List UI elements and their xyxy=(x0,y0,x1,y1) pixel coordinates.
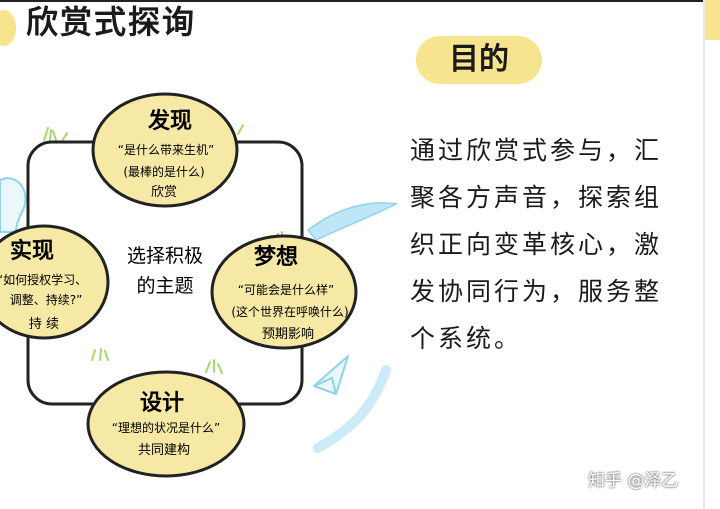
paper-plane-icon xyxy=(313,355,349,395)
node-dream-sub1: (这个世界在呼唤什么) xyxy=(231,304,348,319)
purpose-label: 目的 xyxy=(416,36,542,84)
center-theme-line-1: 选择积极 xyxy=(127,245,203,267)
node-dream-quote: “可能会是什么样” xyxy=(238,282,334,297)
node-discover-sub1: (最棒的是什么) xyxy=(123,164,204,179)
swoosh-arrow-icon xyxy=(306,202,399,453)
purpose-line: 聚各方声音，探索组 xyxy=(410,183,663,212)
purpose-text: 通过欣赏式参与，汇 聚各方声音，探索组 织正向变革核心，激 发协同行为，服务整 … xyxy=(410,127,700,362)
node-design-ellipse xyxy=(86,370,246,478)
node-destiny-ellipse xyxy=(0,224,110,340)
node-dream: 梦想 “可能会是什么样” (这个世界在呼唤什么) 预期影响 xyxy=(210,234,358,350)
node-discover: 发现 “是什么带来生机” (最棒的是什么) 欣赏 xyxy=(91,92,239,208)
node-discover-title: 发现 xyxy=(147,108,192,134)
right-edge-strip xyxy=(703,0,720,509)
purpose-line: 通过欣赏式参与，汇 xyxy=(410,136,663,165)
purpose-line: 织正向变革核心，激 xyxy=(410,230,663,259)
node-destiny-quote2: 调整、持续?” xyxy=(10,292,83,307)
purpose-line: 发协同行为，服务整 xyxy=(410,277,663,306)
node-design-quote: “理想的状况是什么” xyxy=(112,420,220,435)
purpose-line: 个系统。 xyxy=(410,324,523,353)
node-discover-sub2: 欣赏 xyxy=(151,185,177,200)
title-dot xyxy=(0,10,16,46)
node-design-sub1: 共同建构 xyxy=(138,443,190,458)
node-destiny: 实现 “如何授权学习、 调整、持续?” 持 续 xyxy=(0,224,110,340)
node-destiny-sub1: 持 续 xyxy=(29,317,59,332)
node-destiny-title: 实现 xyxy=(10,238,54,264)
node-dream-title: 梦想 xyxy=(254,244,298,270)
node-discover-quote: “是什么带来生机” xyxy=(118,143,214,157)
node-destiny-quote1: “如何授权学习、 xyxy=(0,272,87,287)
watermark: 知乎 @泽乙 xyxy=(588,471,679,491)
node-dream-sub2: 预期影响 xyxy=(262,326,314,342)
node-design-title: 设计 xyxy=(140,391,184,416)
node-discover-ellipse xyxy=(91,92,239,208)
page-title: 欣赏式探询 xyxy=(26,3,197,41)
node-dream-ellipse xyxy=(210,234,358,350)
right-edge-tab xyxy=(705,0,720,40)
node-design: 设计 “理想的状况是什么” 共同建构 xyxy=(86,370,246,478)
center-theme-line-2: 的主题 xyxy=(136,275,193,297)
top-border xyxy=(0,0,720,2)
